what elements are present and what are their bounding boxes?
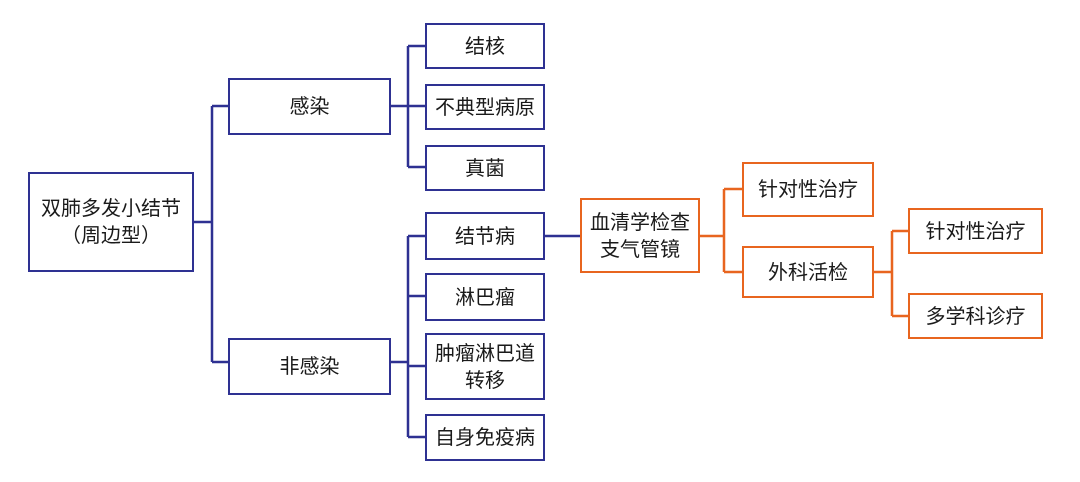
targeted-treatment-node-2: 针对性治疗 [908,208,1043,254]
fungus-node: 真菌 [425,145,545,191]
mdt-node: 多学科诊疗 [908,293,1043,339]
sarcoidosis-node: 结节病 [425,212,545,260]
root-node: 双肺多发小结节 （周边型） [28,172,194,272]
atypical-pathogen-node: 不典型病原 [425,84,545,130]
tuberculosis-node: 结核 [425,23,545,69]
autoimmune-node: 自身免疫病 [425,414,545,461]
serology-bronchoscopy-node: 血清学检查 支气管镜 [580,198,700,273]
targeted-treatment-node-1: 针对性治疗 [742,162,874,217]
non-infection-node: 非感染 [228,338,391,395]
lymphoma-node: 淋巴瘤 [425,273,545,321]
surgical-biopsy-node: 外科活检 [742,246,874,298]
lymphangitic-metastasis-node: 肿瘤淋巴道 转移 [425,333,545,400]
infection-node: 感染 [228,78,391,135]
